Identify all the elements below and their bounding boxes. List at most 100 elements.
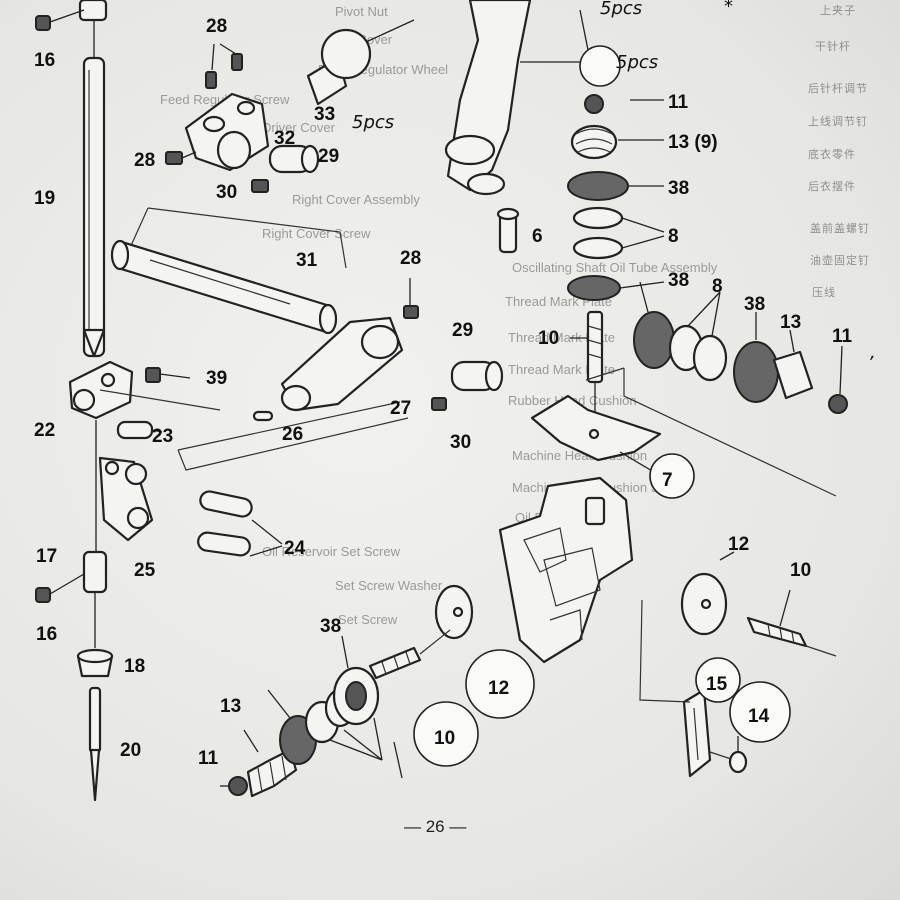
label-11-bottom: 11 xyxy=(198,748,219,769)
label-6: 6 xyxy=(532,226,543,247)
crank-27 xyxy=(280,316,404,412)
label-13-bottom: 13 xyxy=(220,696,241,717)
label-12-bottom: 12 xyxy=(488,678,509,699)
bubble-10 xyxy=(413,701,479,767)
label-16-bottom: 16 xyxy=(36,624,57,645)
label-24: 24 xyxy=(284,538,306,559)
label-31: 31 xyxy=(296,250,318,271)
bg-cjk: 后针杆调节 xyxy=(808,81,868,95)
needle-bar-19 xyxy=(82,0,106,358)
needle-bar-top-clamp xyxy=(78,0,108,22)
label-38-bottom: 38 xyxy=(320,616,341,637)
tension-stud-10 xyxy=(570,310,604,430)
oil-reservoir-15 xyxy=(682,688,712,778)
bubble-15-top xyxy=(579,45,621,87)
bg-cjk: 上线调节钉 xyxy=(808,114,868,128)
link-25 xyxy=(98,456,154,542)
label-10-right: 10 xyxy=(790,560,811,581)
label-39: 39 xyxy=(206,368,227,389)
label-19: 19 xyxy=(34,188,55,209)
oscillating-shaft-31 xyxy=(110,239,338,335)
screw-28-left xyxy=(165,151,197,165)
stud-10-bottom xyxy=(368,629,451,680)
bg-cjk: 盖前盖螺钉 xyxy=(810,221,870,235)
outline-box-lower xyxy=(99,389,409,471)
disc-12-bottom xyxy=(434,584,474,640)
label-18: 18 xyxy=(124,656,145,677)
label-8-top: 8 xyxy=(668,226,679,247)
label-29-mid: 29 xyxy=(452,320,473,341)
bubble-12 xyxy=(465,649,535,719)
screw-39 xyxy=(145,367,191,383)
screw-30-mid xyxy=(431,397,447,411)
label-14: 14 xyxy=(748,706,770,727)
bg-line: Set Screw Washer xyxy=(335,578,443,593)
note-5pcs-top: 5pcs xyxy=(616,52,658,73)
bubble-7 xyxy=(649,453,695,499)
bracket-plate-7 xyxy=(530,394,662,473)
bushing-29-mid xyxy=(450,360,504,392)
label-20: 20 xyxy=(120,740,141,761)
pins-24 xyxy=(197,490,283,557)
label-28-left: 28 xyxy=(134,150,155,171)
bg-cjk: 底衣零件 xyxy=(808,147,856,161)
bg-line: Driver Cover xyxy=(262,120,336,135)
label-16-top: 16 xyxy=(34,50,55,71)
label-32: 32 xyxy=(274,128,295,149)
label-10-bottom: 10 xyxy=(434,728,455,749)
label-28-mid: 28 xyxy=(400,248,421,269)
bg-line: Pivot Nut xyxy=(335,4,388,19)
bg-line: Right Cover Assembly xyxy=(292,192,420,207)
label-27: 27 xyxy=(390,398,411,419)
page-number: — 26 — xyxy=(404,817,466,836)
label-25: 25 xyxy=(134,560,156,581)
bg-cjk: 干针杆 xyxy=(815,39,851,53)
bubble-14 xyxy=(729,681,791,743)
label-29-top: 29 xyxy=(318,146,339,167)
presser-arm xyxy=(444,0,591,196)
screw-30-top xyxy=(251,179,269,193)
bg-cjk: 上夹子 xyxy=(820,4,856,17)
label-13-top: 13 (9) xyxy=(668,132,718,153)
label-8-right: 8 xyxy=(712,276,723,297)
needle-20 xyxy=(88,686,102,802)
label-22: 22 xyxy=(34,420,55,441)
bg-line: Oscillating Shaft Oil Tube Assembly xyxy=(512,260,718,275)
scribble-mark: * xyxy=(724,0,733,17)
note-5pcs-left: 5pcs xyxy=(352,112,394,133)
label-11-top: 11 xyxy=(668,92,689,113)
screw-16-top xyxy=(35,9,85,31)
connecting-block-32 xyxy=(184,92,270,172)
label-38-mid: 38 xyxy=(668,270,689,291)
label-15: 15 xyxy=(706,674,728,695)
screw-14 xyxy=(709,736,748,774)
stud-10-right xyxy=(746,589,837,657)
needle-guard-18 xyxy=(76,648,114,678)
label-26: 26 xyxy=(282,424,303,445)
screw-28-mid xyxy=(403,278,419,319)
tension-stack-vertical xyxy=(567,94,665,301)
tension-stack-horizontal xyxy=(633,281,848,414)
looper-frame xyxy=(498,476,634,664)
bg-cjk: 油壶固定钉 xyxy=(810,253,870,267)
label-28-top: 28 xyxy=(206,16,227,37)
bushing-29-top xyxy=(268,144,320,174)
label-30-mid: 30 xyxy=(450,432,471,453)
label-38-top: 38 xyxy=(668,178,689,199)
comma-mark: , xyxy=(870,342,876,363)
disc-12-right xyxy=(680,551,735,636)
label-17: 17 xyxy=(36,546,57,567)
label-33: 33 xyxy=(314,104,335,125)
label-13-right: 13 xyxy=(780,312,801,333)
label-10-top: 10 xyxy=(538,328,559,349)
bg-line: Right Cover Screw xyxy=(262,226,371,241)
guide-23 xyxy=(116,420,163,440)
label-11-right: 11 xyxy=(832,326,853,347)
shoulder-screw-6 xyxy=(496,207,520,254)
part-labels: 16 28 33 32 28 29 30 19 31 28 11 13 (9) … xyxy=(34,16,853,769)
screws-28-top xyxy=(205,43,243,89)
screw-16-bottom xyxy=(35,573,85,603)
bg-cjk: 后衣摆件 xyxy=(808,179,856,193)
